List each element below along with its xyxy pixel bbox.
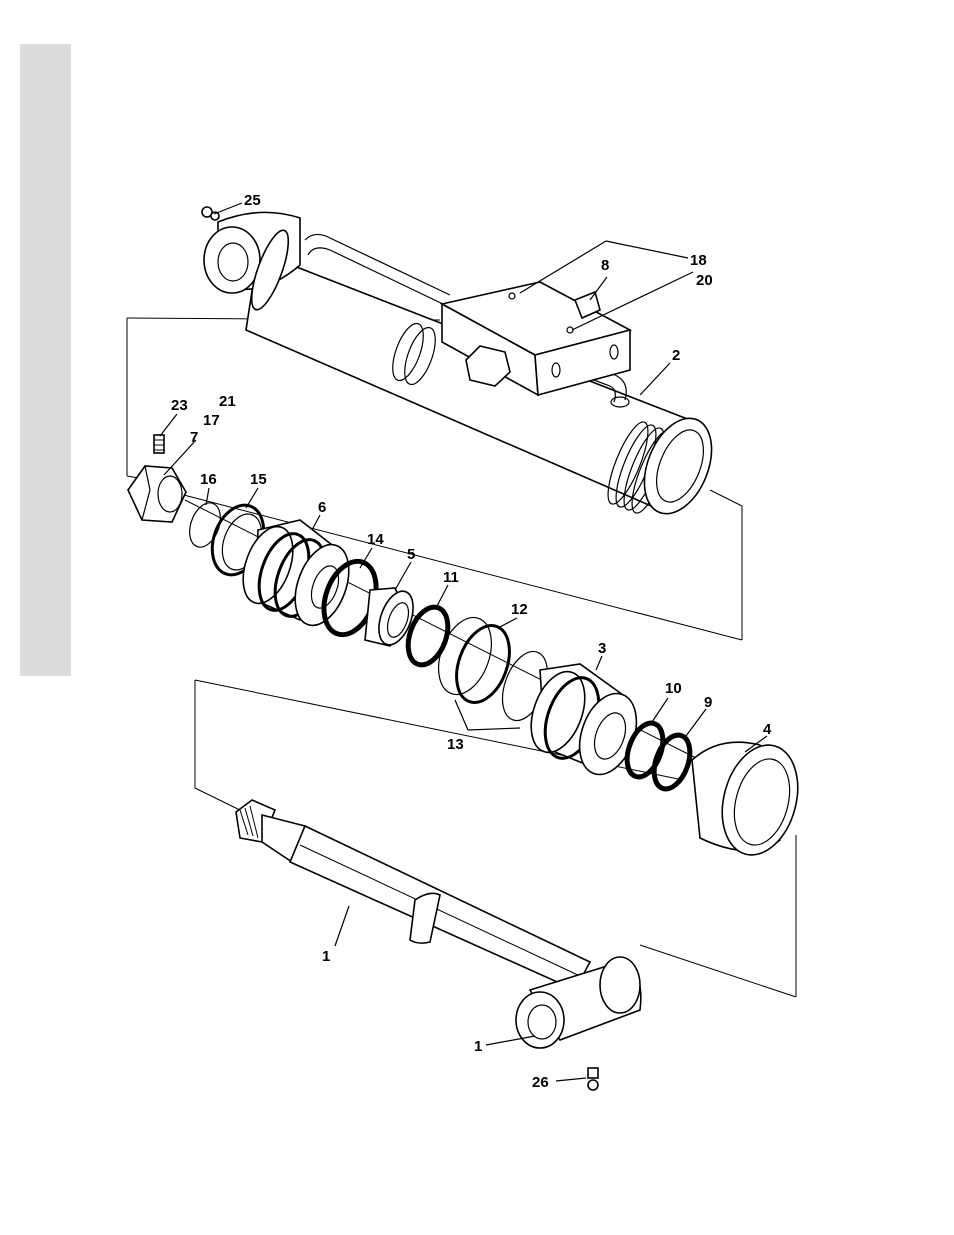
callout-26: 26	[532, 1074, 549, 1091]
callout-1-eye: 1	[474, 1038, 482, 1055]
end-cap	[692, 737, 809, 864]
callout-3: 3	[598, 640, 606, 657]
callout-15: 15	[250, 471, 267, 488]
callout-13: 13	[447, 736, 464, 753]
set-screw	[154, 435, 164, 453]
callout-2: 2	[672, 347, 680, 364]
o-ring-12	[447, 618, 519, 710]
callout-25: 25	[244, 192, 261, 209]
valve-block	[442, 282, 630, 395]
callout-14: 14	[367, 531, 384, 548]
callout-10: 10	[665, 680, 682, 697]
callout-18: 18	[690, 252, 707, 269]
spacer	[365, 587, 420, 650]
callout-6: 6	[318, 499, 326, 516]
callout-4: 4	[763, 721, 772, 738]
callout-8: 8	[601, 257, 609, 274]
callout-7: 7	[190, 429, 198, 446]
callout-17: 17	[203, 412, 220, 429]
wiper-9	[647, 730, 696, 794]
callout-21: 21	[219, 393, 236, 410]
callout-11: 11	[443, 569, 459, 586]
callout-12: 12	[511, 601, 528, 618]
callout-1-rod: 1	[322, 948, 330, 965]
callout-20: 20	[696, 272, 713, 289]
piston	[234, 520, 359, 633]
backup-ring-13a	[429, 610, 501, 702]
grease-fitting	[588, 1068, 598, 1090]
piston-rod	[236, 800, 641, 1048]
callout-23: 23	[171, 397, 188, 414]
hex-nut	[128, 466, 186, 522]
callout-9: 9	[704, 694, 712, 711]
cylinder-barrel	[204, 212, 725, 523]
callout-16: 16	[200, 471, 217, 488]
callout-5: 5	[407, 546, 415, 563]
